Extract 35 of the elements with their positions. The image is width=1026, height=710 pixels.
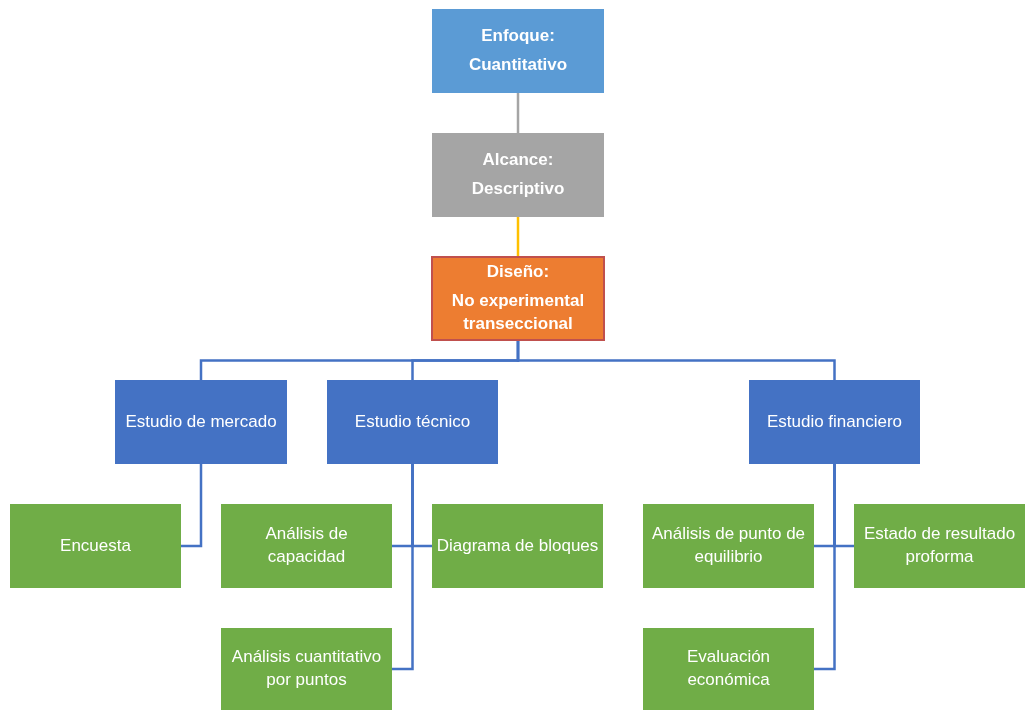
process-box — [431, 256, 605, 341]
process-box — [643, 504, 814, 588]
process-box — [432, 504, 603, 588]
connector-line — [516, 217, 520, 256]
box-label: Encuesta — [60, 534, 131, 557]
process-box — [327, 380, 498, 464]
process-box — [854, 504, 1025, 588]
box-label: Diagrama de bloques — [436, 534, 599, 557]
box-label: Cuantitativo — [468, 54, 568, 76]
box-label: Estudio técnico — [354, 410, 471, 433]
connector-line — [516, 93, 520, 133]
box-label: Estado de resultado proforma — [862, 523, 1017, 568]
process-box — [643, 628, 814, 710]
process-box — [115, 380, 287, 464]
connector-line — [392, 464, 414, 671]
box-label: No experimental transeccional — [450, 290, 586, 335]
connector-line — [516, 341, 836, 380]
process-box — [10, 504, 181, 588]
box-label: Diseño: — [486, 261, 550, 284]
box-label: Enfoque: — [481, 25, 555, 48]
process-box — [221, 504, 392, 588]
box-label: Análisis cuantitativo por puntos — [230, 646, 383, 691]
box-label: Análisis de punto de equilibrio — [650, 523, 807, 568]
box-label: Análisis de capacidad — [264, 523, 349, 568]
box-label: Estudio de mercado — [125, 410, 277, 433]
process-box — [432, 133, 604, 217]
process-box — [432, 9, 604, 93]
box-label: Alcance: — [482, 149, 554, 172]
process-box — [749, 380, 920, 464]
connector-line — [814, 464, 836, 671]
box-label: Descriptivo — [471, 178, 565, 200]
connector-line — [181, 464, 203, 548]
box-label: Evaluación económica — [685, 646, 772, 691]
box-label: Estudio financiero — [766, 410, 903, 433]
process-box — [221, 628, 392, 710]
